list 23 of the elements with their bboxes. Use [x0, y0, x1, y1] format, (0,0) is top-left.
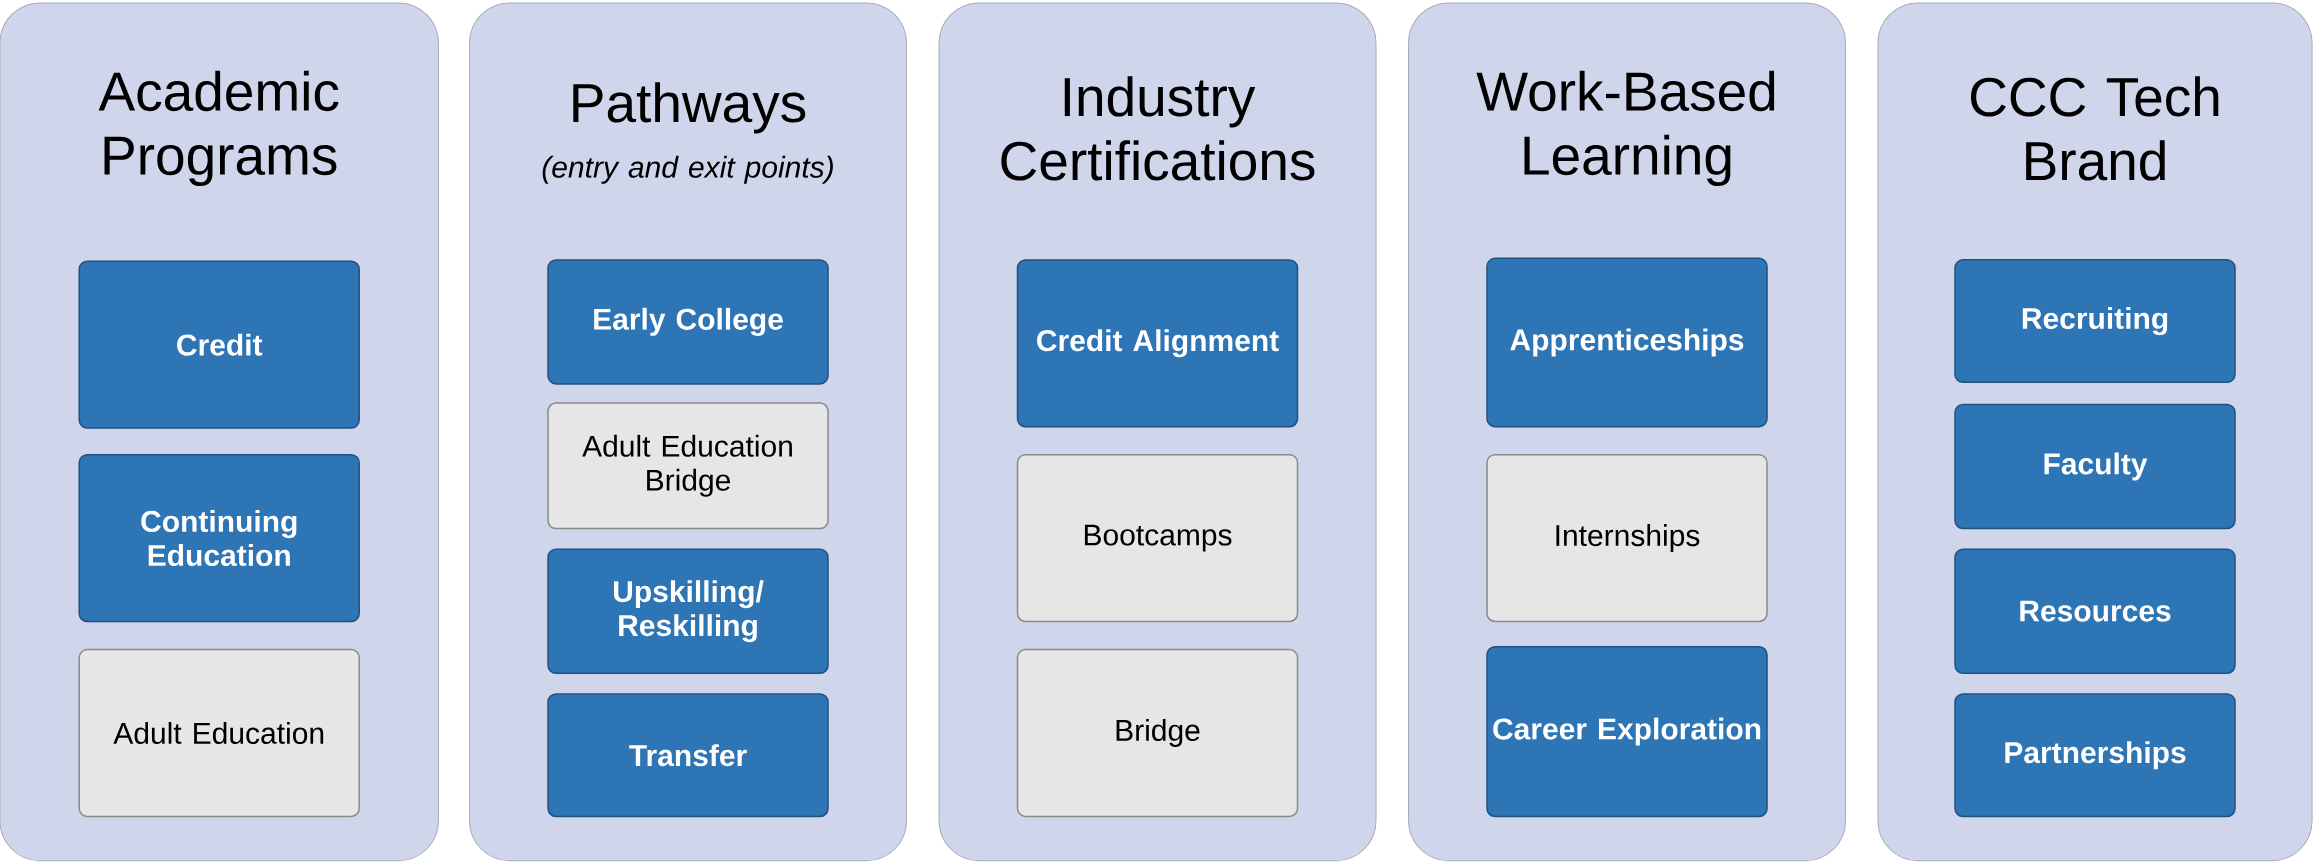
panel-subtitle: (entry and exit points)	[542, 155, 833, 184]
panel-heading: Work-Based Learning	[1476, 70, 1775, 187]
program-box: Adult Education	[78, 648, 360, 818]
program-box: Transfer	[547, 693, 829, 818]
program-box: Faculty	[1954, 403, 2236, 530]
program-box: Career Exploration	[1486, 645, 1768, 818]
program-box: Recruiting	[1954, 259, 2236, 384]
program-box: Credit Alignment	[1016, 259, 1299, 428]
program-box: Adult Education Bridge	[547, 402, 829, 530]
panel-heading: CCC Tech Brand	[1970, 76, 2219, 181]
panel-heading: Academic Programs	[98, 70, 339, 187]
panel-heading: Pathways	[573, 82, 806, 134]
program-box: Bootcamps	[1016, 453, 1299, 623]
program-box: Partnerships	[1954, 693, 2236, 818]
program-box: Bridge	[1016, 648, 1299, 818]
program-box: Credit	[78, 260, 360, 429]
program-box: Apprenticeships	[1486, 257, 1768, 428]
program-box: Upskilling/ Reskilling	[547, 548, 829, 674]
program-box: Internships	[1486, 453, 1768, 623]
program-box: Resources	[1954, 548, 2236, 674]
panel-heading: Industry Certifications	[1001, 76, 1315, 181]
program-box: Continuing Education	[78, 453, 360, 623]
program-box: Early College	[547, 259, 829, 385]
